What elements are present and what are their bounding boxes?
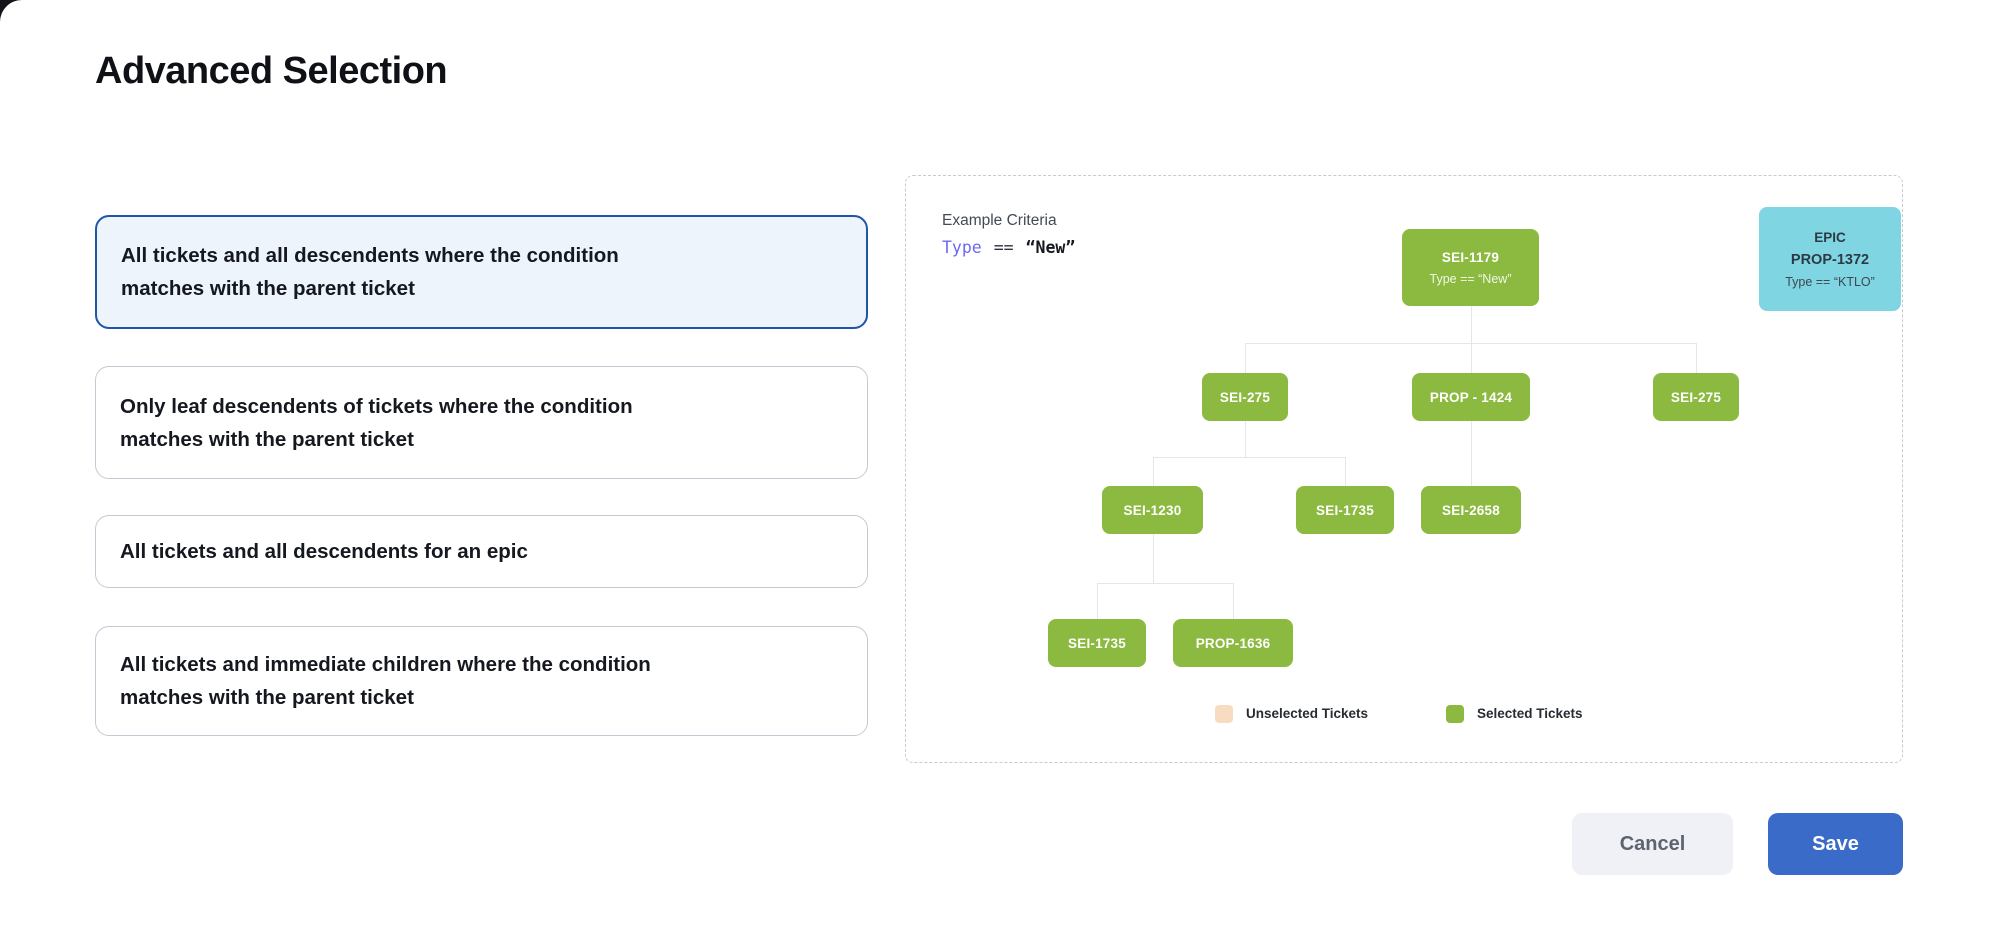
- option-label: All tickets and immediate children where…: [120, 653, 651, 709]
- criteria-field: Type: [942, 238, 982, 257]
- tree-node: SEI-275: [1653, 373, 1739, 421]
- tree-connector: [1097, 583, 1234, 584]
- option-label: All tickets and all descendents where th…: [121, 244, 619, 300]
- criteria-value: “New”: [1025, 238, 1076, 257]
- option-leaf-descendents-condition[interactable]: Only leaf descendents of tickets where t…: [95, 366, 868, 479]
- option-all-descendents-condition[interactable]: All tickets and all descendents where th…: [95, 215, 868, 329]
- epic-id: PROP-1372: [1790, 251, 1870, 268]
- tree-connector: [1471, 421, 1472, 486]
- tree-node: SEI-1230: [1102, 486, 1203, 534]
- page-title: Advanced Selection: [95, 50, 448, 92]
- epic-type-label: EPIC: [1814, 229, 1846, 245]
- option-immediate-children-condition[interactable]: All tickets and immediate children where…: [95, 626, 868, 736]
- example-criteria-label: Example Criteria: [942, 212, 1057, 229]
- tree-connector: [1097, 583, 1098, 619]
- cancel-button[interactable]: Cancel: [1572, 813, 1733, 875]
- legend-unselected-label: Unselected Tickets: [1246, 706, 1369, 721]
- tree-node: SEI-1735: [1296, 486, 1394, 534]
- epic-node: EPIC PROP-1372 Type == “KTLO”: [1759, 207, 1901, 311]
- tree-connector: [1245, 421, 1246, 457]
- tree-connector: [1471, 306, 1472, 343]
- tree-connector: [1471, 343, 1472, 373]
- epic-condition: Type == “KTLO”: [1785, 274, 1875, 289]
- criteria-operator: ==: [993, 238, 1014, 257]
- legend-selected-swatch: [1446, 705, 1464, 723]
- example-criteria-code: Type == “New”: [942, 238, 1075, 257]
- tree-node-label: SEI-1179: [1441, 249, 1500, 265]
- tree-node: SEI-2658: [1421, 486, 1521, 534]
- tree-connector: [1153, 457, 1154, 486]
- tree-node: PROP-1636: [1173, 619, 1293, 667]
- tree-connector: [1153, 534, 1154, 583]
- example-preview-panel: Example Criteria Type == “New” EPIC PROP-1…: [905, 175, 1903, 763]
- tree-connector: [1233, 583, 1234, 619]
- tree-node-condition: Type == “New”: [1429, 271, 1512, 286]
- tree-connector: [1696, 343, 1697, 373]
- tree-node: SEI-1735: [1048, 619, 1146, 667]
- legend-unselected-swatch: [1215, 705, 1233, 723]
- tree-connector: [1153, 457, 1346, 458]
- option-all-descendents-epic[interactable]: All tickets and all descendents for an e…: [95, 515, 868, 588]
- legend-selected-label: Selected Tickets: [1477, 706, 1583, 721]
- save-button[interactable]: Save: [1768, 813, 1903, 875]
- tree-connector: [1345, 457, 1346, 486]
- tree-node-root: SEI-1179 Type == “New”: [1402, 229, 1539, 306]
- tree-node: PROP - 1424: [1412, 373, 1530, 421]
- tree-connector: [1245, 343, 1246, 373]
- tree-node: SEI-275: [1202, 373, 1288, 421]
- option-label: All tickets and all descendents for an e…: [120, 540, 528, 563]
- option-label: Only leaf descendents of tickets where t…: [120, 394, 633, 451]
